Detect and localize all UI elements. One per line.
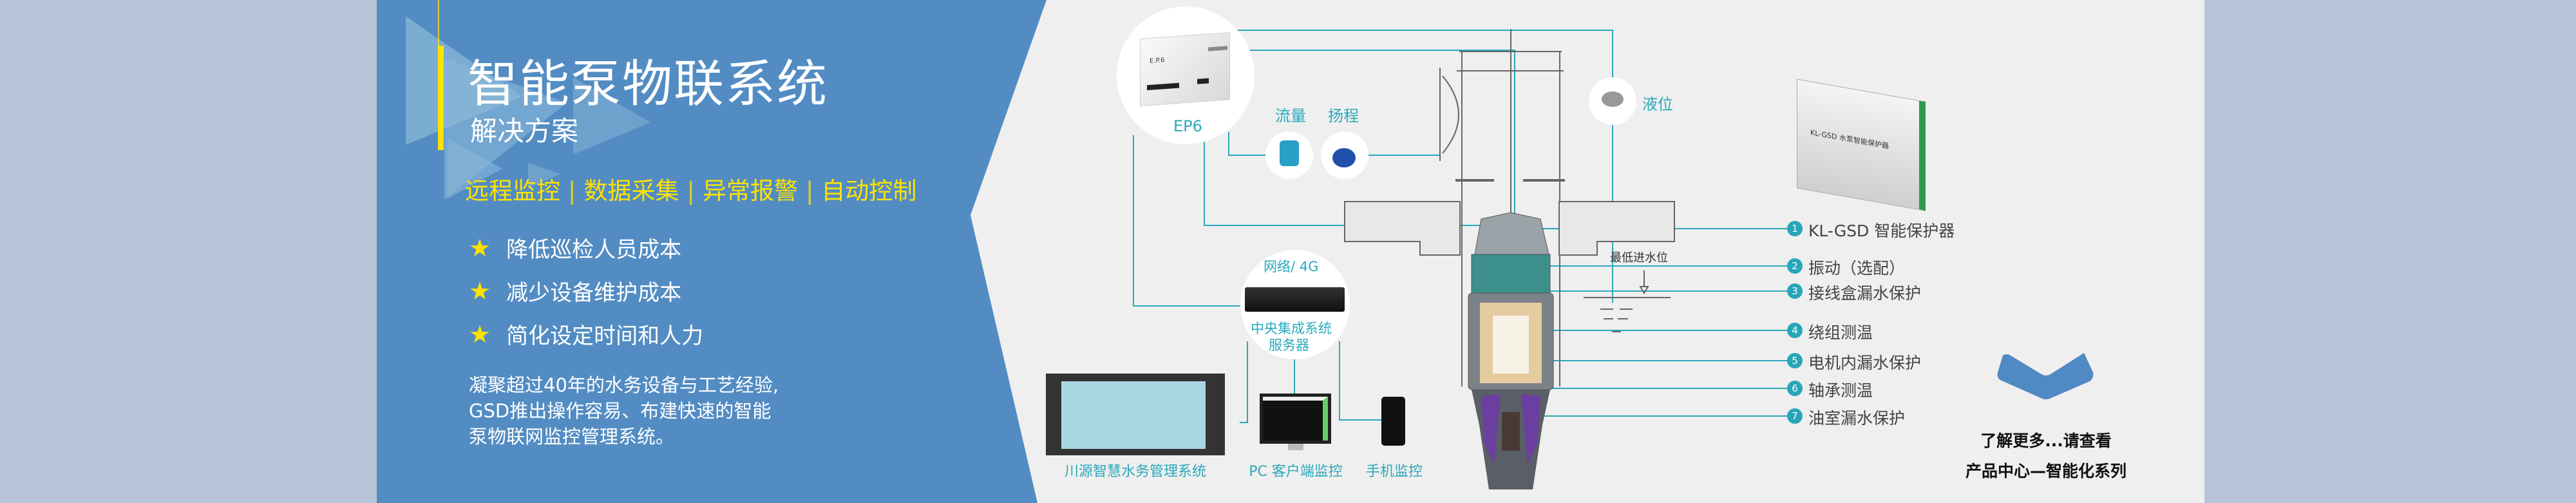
item-number: 5 [1787,353,1803,368]
decor-triangle [573,77,650,155]
flow-sensor-circle [1265,131,1313,179]
panel-shape [377,0,1046,503]
item-label: 油室漏水保护 [1808,409,1906,428]
level-sensor-icon [1602,91,1624,107]
paragraph-line: 泵物联网监控管理系统。 [469,426,675,448]
page-title: 智能泵物联系统 [468,55,829,113]
head-sensor-circle [1321,131,1368,179]
item-label: 振动（选配） [1808,259,1906,278]
product-center-link[interactable]: 产品中心—智能化系列 [1965,462,2127,480]
item-number: 3 [1787,283,1803,299]
mobile-monitor-label: 手机监控 [1365,464,1423,480]
feature-remote-monitoring: 远程监控 [465,177,560,205]
paragraph-line: GSD推出操作容易、布建快速的智能 [469,400,772,422]
right-margin [2204,0,2576,503]
benefit-item: ★ 简化设定时间和人力 [469,318,703,350]
level-label: 液位 [1642,95,1673,113]
left-margin [0,0,386,503]
yellow-accent-bar [438,46,444,150]
item-number: 7 [1787,408,1803,424]
item-label: KL-GSD 智能保护器 [1808,222,1955,240]
network-label: 网络/ 4G [1264,259,1319,274]
head-label: 扬程 [1328,107,1359,125]
description-paragraph: 凝聚超过40年的水务设备与工艺经验, GSD推出操作容易、布建快速的智能 泵物联… [469,372,779,450]
benefit-text: 降低巡检人员成本 [506,237,682,263]
benefit-text: 简化设定时间和人力 [506,323,704,349]
feature-auto-control: 自动控制 [821,177,917,205]
item-label: 电机内漏水保护 [1808,354,1922,372]
star-icon: ★ [469,233,491,262]
device-text: KL-GSD 水泵智能保护器 [1810,128,1889,151]
item-number: 4 [1787,323,1803,338]
kl-gsd-device-image: KL-GSD 水泵智能保护器 [1797,79,1926,211]
ep6-device-image: E.P.6 [1140,32,1230,106]
item-number: 1 [1787,221,1803,236]
server-label: 中央集成系统 [1251,321,1332,336]
flow-label: 流量 [1275,107,1306,125]
flow-sensor-icon [1280,140,1299,166]
pump-body [1468,212,1554,489]
feature-data-collection: 数据采集 [583,177,679,205]
separator: | [687,177,695,205]
benefit-item: ★ 降低巡检人员成本 [469,232,681,263]
paragraph-line: 凝聚超过40年的水务设备与工艺经验, [469,374,779,396]
decor-triangle [528,163,560,188]
pc-client-label: PC 客户端监控 [1249,464,1343,480]
monitor-stand [1288,444,1303,450]
separator: | [568,177,576,205]
ep6-device-text: E.P.6 [1150,57,1165,65]
water-management-label: 川源智慧水务管理系统 [1064,464,1207,480]
feature-list: 远程监控|数据采集|异常报警|自动控制 [465,171,916,206]
page-subtitle: 解决方案 [470,115,579,147]
item-label: 绕组测温 [1808,323,1873,342]
item-label: 接线盒漏水保护 [1808,284,1922,303]
level-sensor-circle [1589,77,1636,125]
scada-screenshot [1046,374,1225,455]
server-image [1245,287,1345,312]
phone-image [1381,397,1405,446]
decor-triangle [448,138,502,198]
pump-frame [1344,29,1675,386]
feature-alarm: 异常报警 [702,177,798,205]
server-label: 服务器 [1269,337,1309,353]
star-icon: ★ [469,276,491,305]
item-number: 2 [1787,258,1803,274]
head-sensor-icon [1332,148,1356,167]
blue-banner-panel [377,0,1046,503]
junction-box [1471,254,1551,294]
benefit-item: ★ 减少设备维护成本 [469,275,681,307]
chevron-down-icon[interactable] [1996,353,2096,401]
separator: | [805,177,814,205]
item-label: 轴承测温 [1808,381,1873,400]
connection-lines [1133,30,1787,423]
item-number: 6 [1787,381,1803,396]
min-water-level-label: 最低进水位 [1610,251,1668,265]
star-icon: ★ [469,319,491,348]
benefit-text: 减少设备维护成本 [506,280,682,306]
ep6-label: EP6 [1173,117,1202,135]
learn-more-text[interactable]: 了解更多...请查看 [1980,432,2112,450]
pc-monitor-image [1260,394,1331,444]
